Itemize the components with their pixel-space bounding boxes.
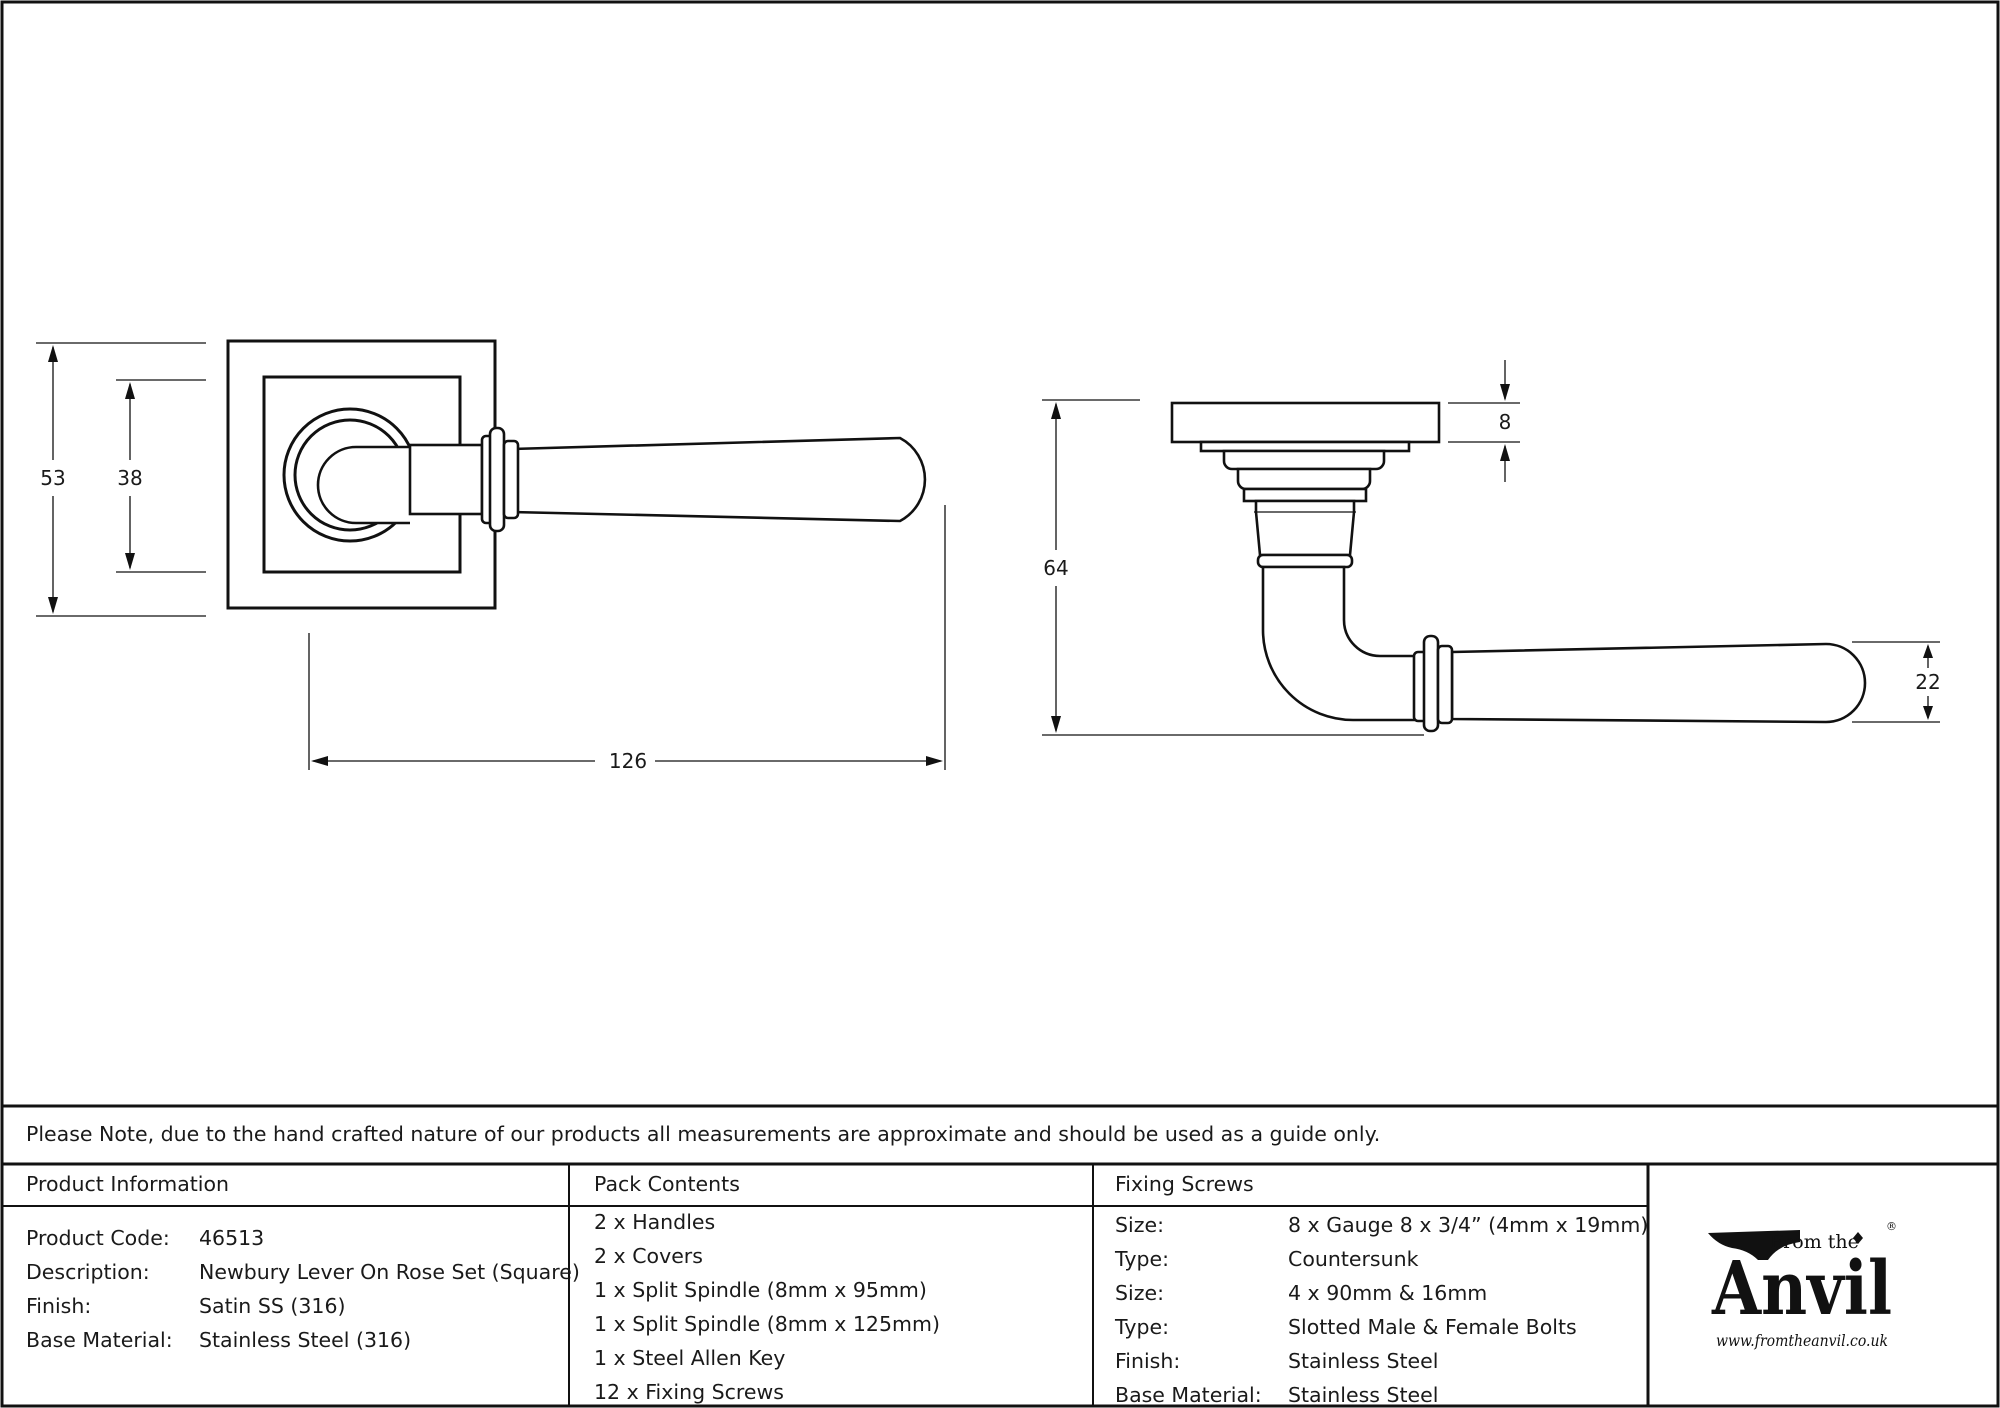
pack-item: 2 x Covers <box>594 1244 703 1268</box>
screw-type-label: Type: <box>1115 1247 1169 1271</box>
lever-body-front <box>510 436 927 523</box>
logo-registered-mark: ® <box>1886 1220 1897 1233</box>
lever-arm-bend <box>1261 565 1422 722</box>
side-collar-ring-2 <box>1422 634 1440 733</box>
screw-base-material-value: Stainless Steel <box>1288 1383 1439 1407</box>
dim-64-arrow-bottom <box>1051 716 1061 733</box>
product-code-value: 46513 <box>199 1226 265 1250</box>
logo-website: www.fromtheanvil.co.uk <box>1716 1331 1888 1350</box>
pack-item: 1 x Split Spindle (8mm x 95mm) <box>594 1278 927 1302</box>
neck-band-2 <box>1256 553 1354 569</box>
pack-contents-header: Pack Contents <box>594 1172 740 1196</box>
dim-22-arrow-top <box>1923 644 1933 658</box>
dim-38-arrow-top <box>125 382 135 399</box>
dim-126-label: 126 <box>609 749 647 773</box>
dim-64-label: 64 <box>1043 556 1068 580</box>
dim-53-arrow-top <box>48 345 58 362</box>
diamond-icon <box>1853 1232 1863 1244</box>
dim-38-label: 38 <box>117 466 142 490</box>
pack-item: 1 x Split Spindle (8mm x 125mm) <box>594 1312 940 1336</box>
lever-neck-front <box>316 445 410 525</box>
dim-126-arrow-left <box>311 756 328 766</box>
rose-step-2 <box>1222 449 1386 471</box>
screw-size-value: 8 x Gauge 8 x 3/4” (4mm x 19mm) <box>1288 1213 1649 1237</box>
side-collar-ring-3 <box>1436 644 1454 725</box>
description-value: Newbury Lever On Rose Set (Square) <box>199 1260 580 1284</box>
dim-8-arrow-top <box>1500 384 1510 401</box>
logo-from-the: From the <box>1770 1231 1859 1253</box>
pack-item: 12 x Fixing Screws <box>594 1380 784 1404</box>
from-the-anvil-logo: From the ® Anvil www.fromtheanvil.co.uk <box>1708 1220 1897 1350</box>
dim-8-label: 8 <box>1499 410 1512 434</box>
dim-38-arrow-bottom <box>125 553 135 570</box>
rose-step-1 <box>1199 440 1411 453</box>
neck-band-1 <box>1242 487 1368 503</box>
anvil-icon <box>1708 1230 1800 1260</box>
bolt-size-value: 4 x 90mm & 16mm <box>1288 1281 1488 1305</box>
dim-64-arrow-top <box>1051 402 1061 419</box>
lever-shank-front <box>408 443 484 516</box>
measurement-note: Please Note, due to the hand crafted nat… <box>26 1122 1381 1146</box>
front-view: 53 38 126 <box>36 339 946 773</box>
pack-item: 2 x Handles <box>594 1210 716 1234</box>
pack-item: 1 x Steel Allen Key <box>594 1346 786 1370</box>
lever-grip-side <box>1450 642 1867 724</box>
fixing-screws-header: Fixing Screws <box>1115 1172 1254 1196</box>
screw-finish-value: Stainless Steel <box>1288 1349 1439 1373</box>
base-material-label: Base Material: <box>26 1328 173 1352</box>
screw-finish-label: Finish: <box>1115 1349 1181 1373</box>
screw-type-value: Countersunk <box>1288 1247 1419 1271</box>
product-info-header: Product Information <box>26 1172 230 1196</box>
dim-8-arrow-bottom <box>1500 444 1510 461</box>
product-code-label: Product Code: <box>26 1226 170 1250</box>
neck-body <box>1254 499 1356 557</box>
finish-label: Finish: <box>26 1294 92 1318</box>
collar-ring-3 <box>502 439 520 520</box>
dim-126-arrow-right <box>926 756 943 766</box>
dim-53-arrow-bottom <box>48 597 58 614</box>
rose-plate-side <box>1170 401 1441 444</box>
dim-22-label: 22 <box>1915 670 1940 694</box>
dim-22-arrow-bottom <box>1923 706 1933 720</box>
dim-53-label: 53 <box>40 466 65 490</box>
side-view: 64 8 22 <box>1042 360 1941 736</box>
rose-step-3 <box>1236 467 1372 491</box>
screw-size-label: Size: <box>1115 1213 1164 1237</box>
logo-brand-name: Anvil <box>1711 1246 1892 1332</box>
screw-base-material-label: Base Material: <box>1115 1383 1262 1407</box>
bolt-type-label: Type: <box>1115 1315 1169 1339</box>
finish-value: Satin SS (316) <box>199 1294 346 1318</box>
description-label: Description: <box>26 1260 150 1284</box>
base-material-value: Stainless Steel (316) <box>199 1328 412 1352</box>
bolt-size-label: Size: <box>1115 1281 1164 1305</box>
bolt-type-value: Slotted Male & Female Bolts <box>1288 1315 1577 1339</box>
collar-ring-2 <box>488 426 506 533</box>
